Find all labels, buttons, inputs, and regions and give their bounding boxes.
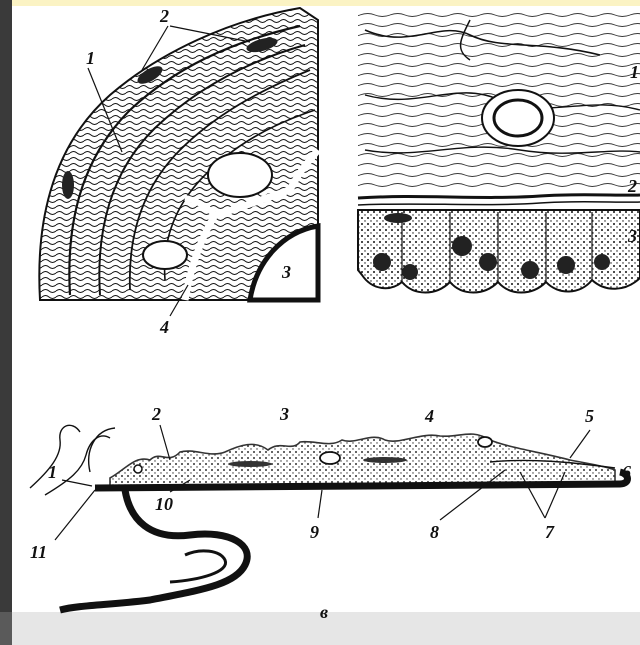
panel-b-nucleus	[557, 256, 575, 274]
panel-c-cell	[110, 434, 615, 486]
panel-c-label-10: 10	[155, 494, 173, 514]
panel-c-label-8: 8	[430, 522, 439, 542]
panel-c-fold	[60, 490, 247, 610]
panel-b-nucleus	[384, 213, 412, 223]
panel-c: 1 2 3 4 5 6 7 8 9 10 11 в	[30, 404, 631, 622]
panel-a-label-2: 2	[159, 6, 169, 26]
panel-a-label-4: 4	[159, 317, 169, 337]
panel-c-label-6: 6	[622, 462, 631, 482]
panel-b-nucleus	[402, 264, 418, 280]
panel-b-nucleus	[479, 253, 497, 271]
panel-b-nucleus	[521, 261, 539, 279]
panel-a-label-3: 3	[281, 262, 291, 282]
panel-b-label-2: 2	[627, 176, 637, 196]
panel-c-nucleus	[478, 437, 492, 447]
panel-a-nucleus	[62, 171, 74, 199]
panel-b: 1 2 3	[358, 8, 640, 293]
panel-c-label-3: 3	[279, 404, 289, 424]
panel-b-nucleus	[452, 236, 472, 256]
panel-b-label-3: 3	[627, 226, 637, 246]
panel-a-label-1: 1	[86, 48, 95, 68]
panel-c-label-2: 2	[151, 404, 161, 424]
panel-c-label-4: 4	[424, 406, 434, 426]
panel-b-nucleus	[594, 254, 610, 270]
panel-b-membrane	[358, 195, 640, 198]
panel-c-label-5: 5	[585, 406, 594, 426]
panel-c-label-9: 9	[310, 522, 319, 542]
panel-b-label-1: 1	[630, 62, 639, 82]
panel-c-label-11: 11	[30, 542, 47, 562]
panel-c-caption: в	[320, 602, 328, 622]
panel-c-nucleus	[320, 452, 340, 464]
panel-c-label-1: 1	[48, 462, 57, 482]
panel-a: 1 2 3 4	[39, 6, 318, 337]
panel-c-label-7: 7	[545, 522, 555, 542]
panel-a-nucleus	[208, 153, 272, 197]
panel-b-nucleus	[373, 253, 391, 271]
panel-a-nucleus	[143, 241, 187, 269]
